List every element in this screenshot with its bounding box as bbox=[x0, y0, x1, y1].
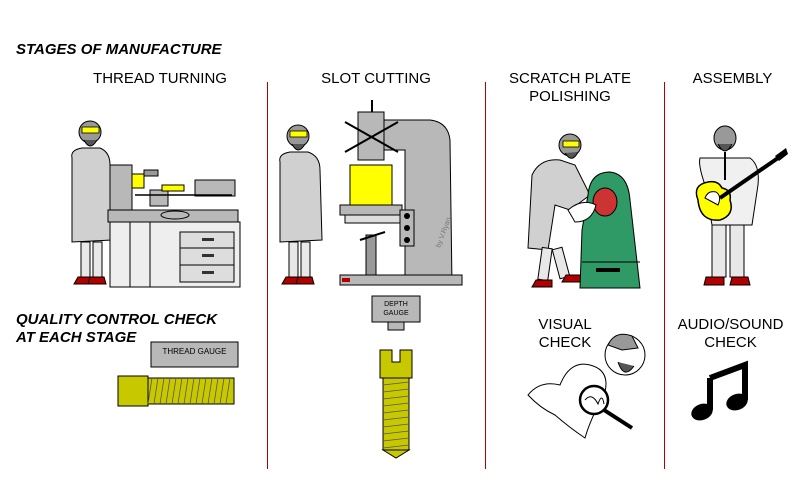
milling-machine bbox=[339, 100, 463, 286]
audio-check-label: AUDIO/SOUND CHECK bbox=[668, 316, 793, 352]
lathe-machine bbox=[107, 164, 241, 288]
depth-gauge bbox=[371, 295, 421, 331]
electric-guitar bbox=[695, 148, 788, 221]
stage-label-assembly: ASSEMBLY bbox=[692, 70, 773, 87]
audio-check-line1: AUDIO/SOUND bbox=[677, 316, 784, 333]
stage-divider-2 bbox=[485, 82, 486, 469]
quality-control-heading: QUALITY CONTROL CHECK AT EACH STAGE bbox=[16, 311, 256, 347]
stage-label-line2: POLISHING bbox=[529, 88, 611, 105]
inspector-face bbox=[604, 333, 646, 376]
depth-gauge-line2: GAUGE bbox=[383, 310, 409, 317]
polishing-worker bbox=[527, 133, 591, 288]
stage-label-slot-cutting: SLOT CUTTING bbox=[321, 70, 431, 87]
quality-heading-line1: QUALITY CONTROL CHECK bbox=[16, 311, 218, 328]
milling-worker bbox=[279, 124, 323, 285]
stage-label-scratch-plate-polishing: SCRATCH PLATE POLISHING bbox=[490, 70, 650, 106]
stage-divider-3 bbox=[664, 82, 665, 469]
depth-gauge-label: DEPTH GAUGE bbox=[372, 300, 420, 318]
music-note-icon bbox=[691, 360, 748, 421]
quality-heading-line2: AT EACH STAGE bbox=[16, 329, 137, 346]
depth-gauge-line1: DEPTH bbox=[384, 301, 408, 308]
thread-gauge bbox=[150, 341, 239, 368]
visual-check-label: VISUAL CHECK bbox=[520, 316, 610, 352]
polishing-machine bbox=[567, 171, 641, 289]
visual-check-line1: VISUAL bbox=[538, 316, 592, 333]
stage-label-line1: SCRATCH PLATE bbox=[509, 70, 631, 87]
magnifier-icon bbox=[578, 384, 634, 430]
thread-gauge-label: THREAD GAUGE bbox=[162, 347, 227, 356]
slotted-screw bbox=[379, 349, 413, 459]
stage-divider-1 bbox=[267, 82, 268, 469]
threaded-rod bbox=[117, 375, 235, 407]
stage-label-thread-turning: THREAD TURNING bbox=[93, 70, 227, 87]
visual-check-line2: CHECK bbox=[538, 334, 592, 351]
page-title: STAGES OF MANUFACTURE bbox=[16, 41, 222, 58]
lathe-worker bbox=[71, 120, 113, 285]
audio-check-line2: CHECK bbox=[704, 334, 757, 351]
